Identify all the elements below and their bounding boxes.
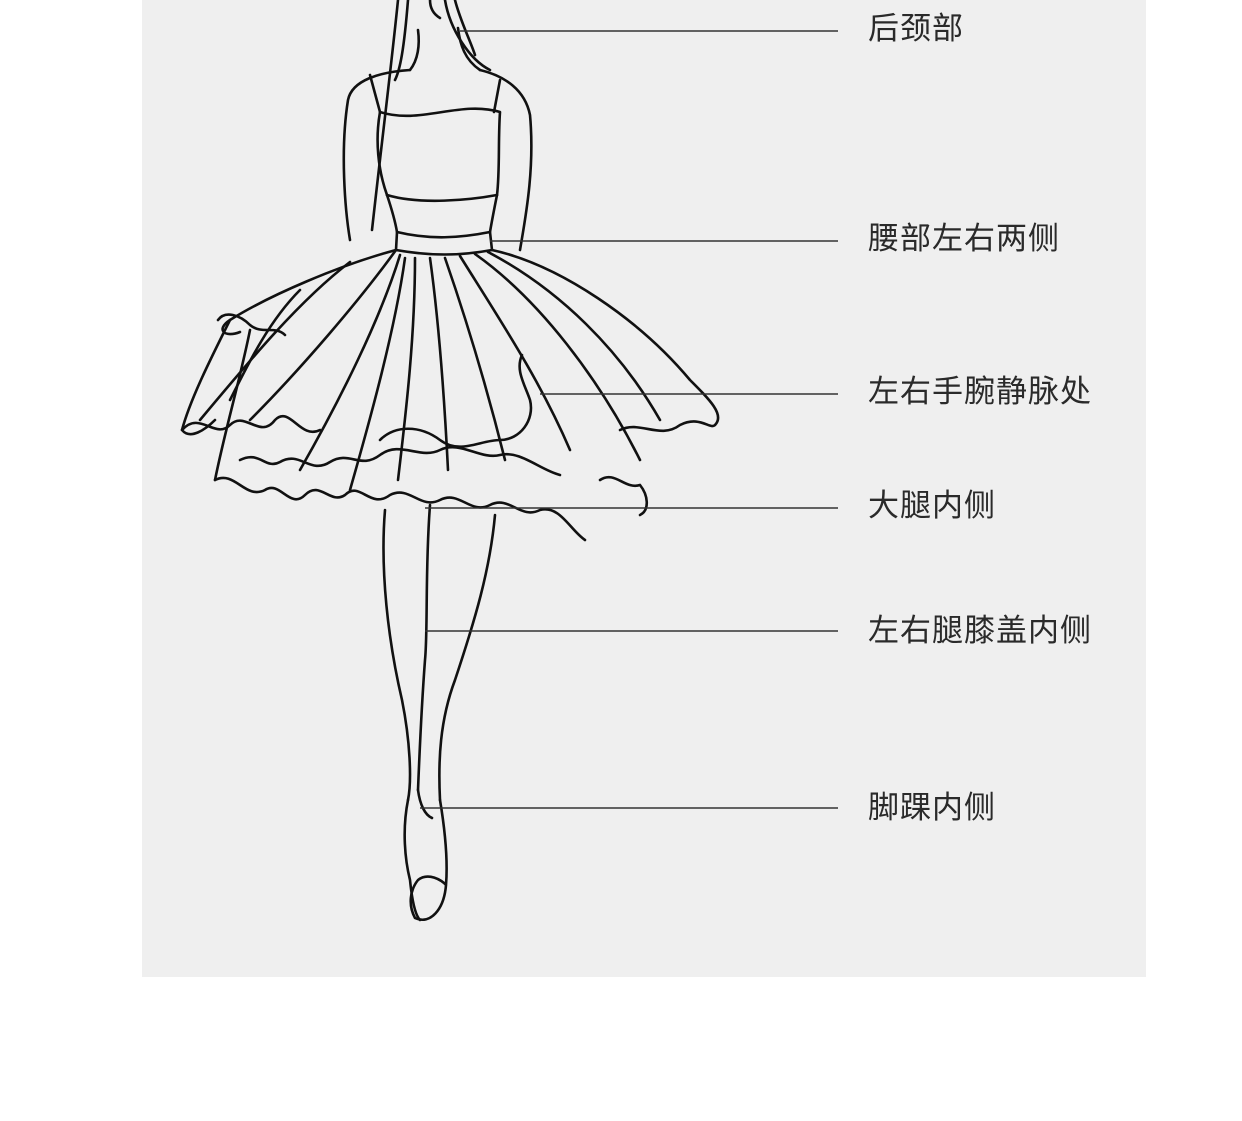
label-inner-knee: 左右腿膝盖内侧 — [868, 613, 1092, 649]
label-inner-thigh: 大腿内侧 — [868, 488, 996, 524]
label-back-neck: 后颈部 — [868, 11, 964, 47]
label-wrist-veins: 左右手腕静脉处 — [868, 374, 1092, 410]
label-waist-sides: 腰部左右两侧 — [868, 221, 1060, 257]
label-inner-ankle: 脚踝内侧 — [868, 790, 996, 826]
